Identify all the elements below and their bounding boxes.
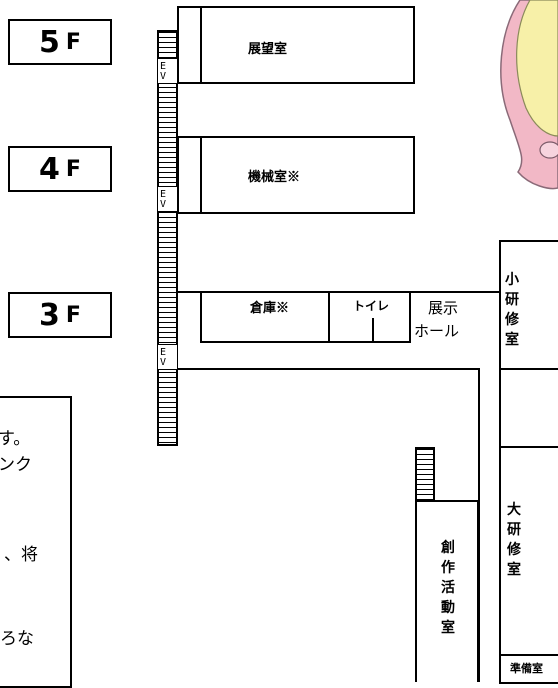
ev-label-4f: EV xyxy=(160,189,167,210)
label-storage: 倉庫※ xyxy=(250,301,290,316)
floor-number: 3 xyxy=(39,297,66,333)
room-machine xyxy=(177,136,415,214)
stairs-creative xyxy=(415,447,435,501)
wall-toilet-right xyxy=(409,291,411,343)
wall-storage-bottom xyxy=(200,341,410,343)
wall-3f-top xyxy=(177,291,501,293)
note-line-2: ンク xyxy=(0,455,32,475)
floor-suffix: F xyxy=(65,156,81,182)
room-creative xyxy=(415,500,479,682)
label-observation-room: 展望室 xyxy=(248,42,288,57)
label-toilet: トイレ xyxy=(353,299,390,313)
wall-toilet-inner xyxy=(372,318,374,342)
note-line-1: す。 xyxy=(0,429,31,449)
wall-divider-4f xyxy=(200,136,202,214)
room-right-middle xyxy=(499,368,558,448)
ev-label-5f: EV xyxy=(160,61,167,82)
wall-3f-left-stub xyxy=(200,291,202,343)
floor-suffix: F xyxy=(65,302,81,328)
elevator-shaft-stairs xyxy=(157,30,178,446)
wall-divider-5f xyxy=(200,6,202,84)
wall-corridor-right xyxy=(478,368,480,682)
note-box: す。 ンク 、将 ろな xyxy=(0,396,72,688)
label-prep-room: 準備室 xyxy=(510,662,543,675)
wall-corridor-top xyxy=(177,368,480,370)
floor-number: 4 xyxy=(39,151,66,187)
label-exhibit-hall-2: ホール xyxy=(414,322,460,340)
ev-marker-3f xyxy=(158,344,177,370)
ev-label-3f: EV xyxy=(160,347,167,368)
label-large-training: 大研修室 xyxy=(507,502,521,578)
label-machine-room: 機械室※ xyxy=(248,170,301,185)
ev-marker-5f xyxy=(158,58,177,84)
label-creative-room: 創作活動室 xyxy=(441,540,455,636)
label-exhibit-hall-1: 展示 xyxy=(428,299,459,317)
room-observation xyxy=(177,6,415,84)
note-line-4: ろな xyxy=(0,629,34,649)
floor-number: 5 xyxy=(39,24,66,60)
wall-storage-right xyxy=(328,291,330,343)
note-line-3: 、将 xyxy=(4,545,38,565)
mascot-illustration xyxy=(500,0,558,190)
room-small-training xyxy=(499,240,558,370)
ev-marker-4f xyxy=(158,186,177,212)
label-small-training: 小研修室 xyxy=(505,272,519,348)
floor-suffix: F xyxy=(65,29,81,55)
